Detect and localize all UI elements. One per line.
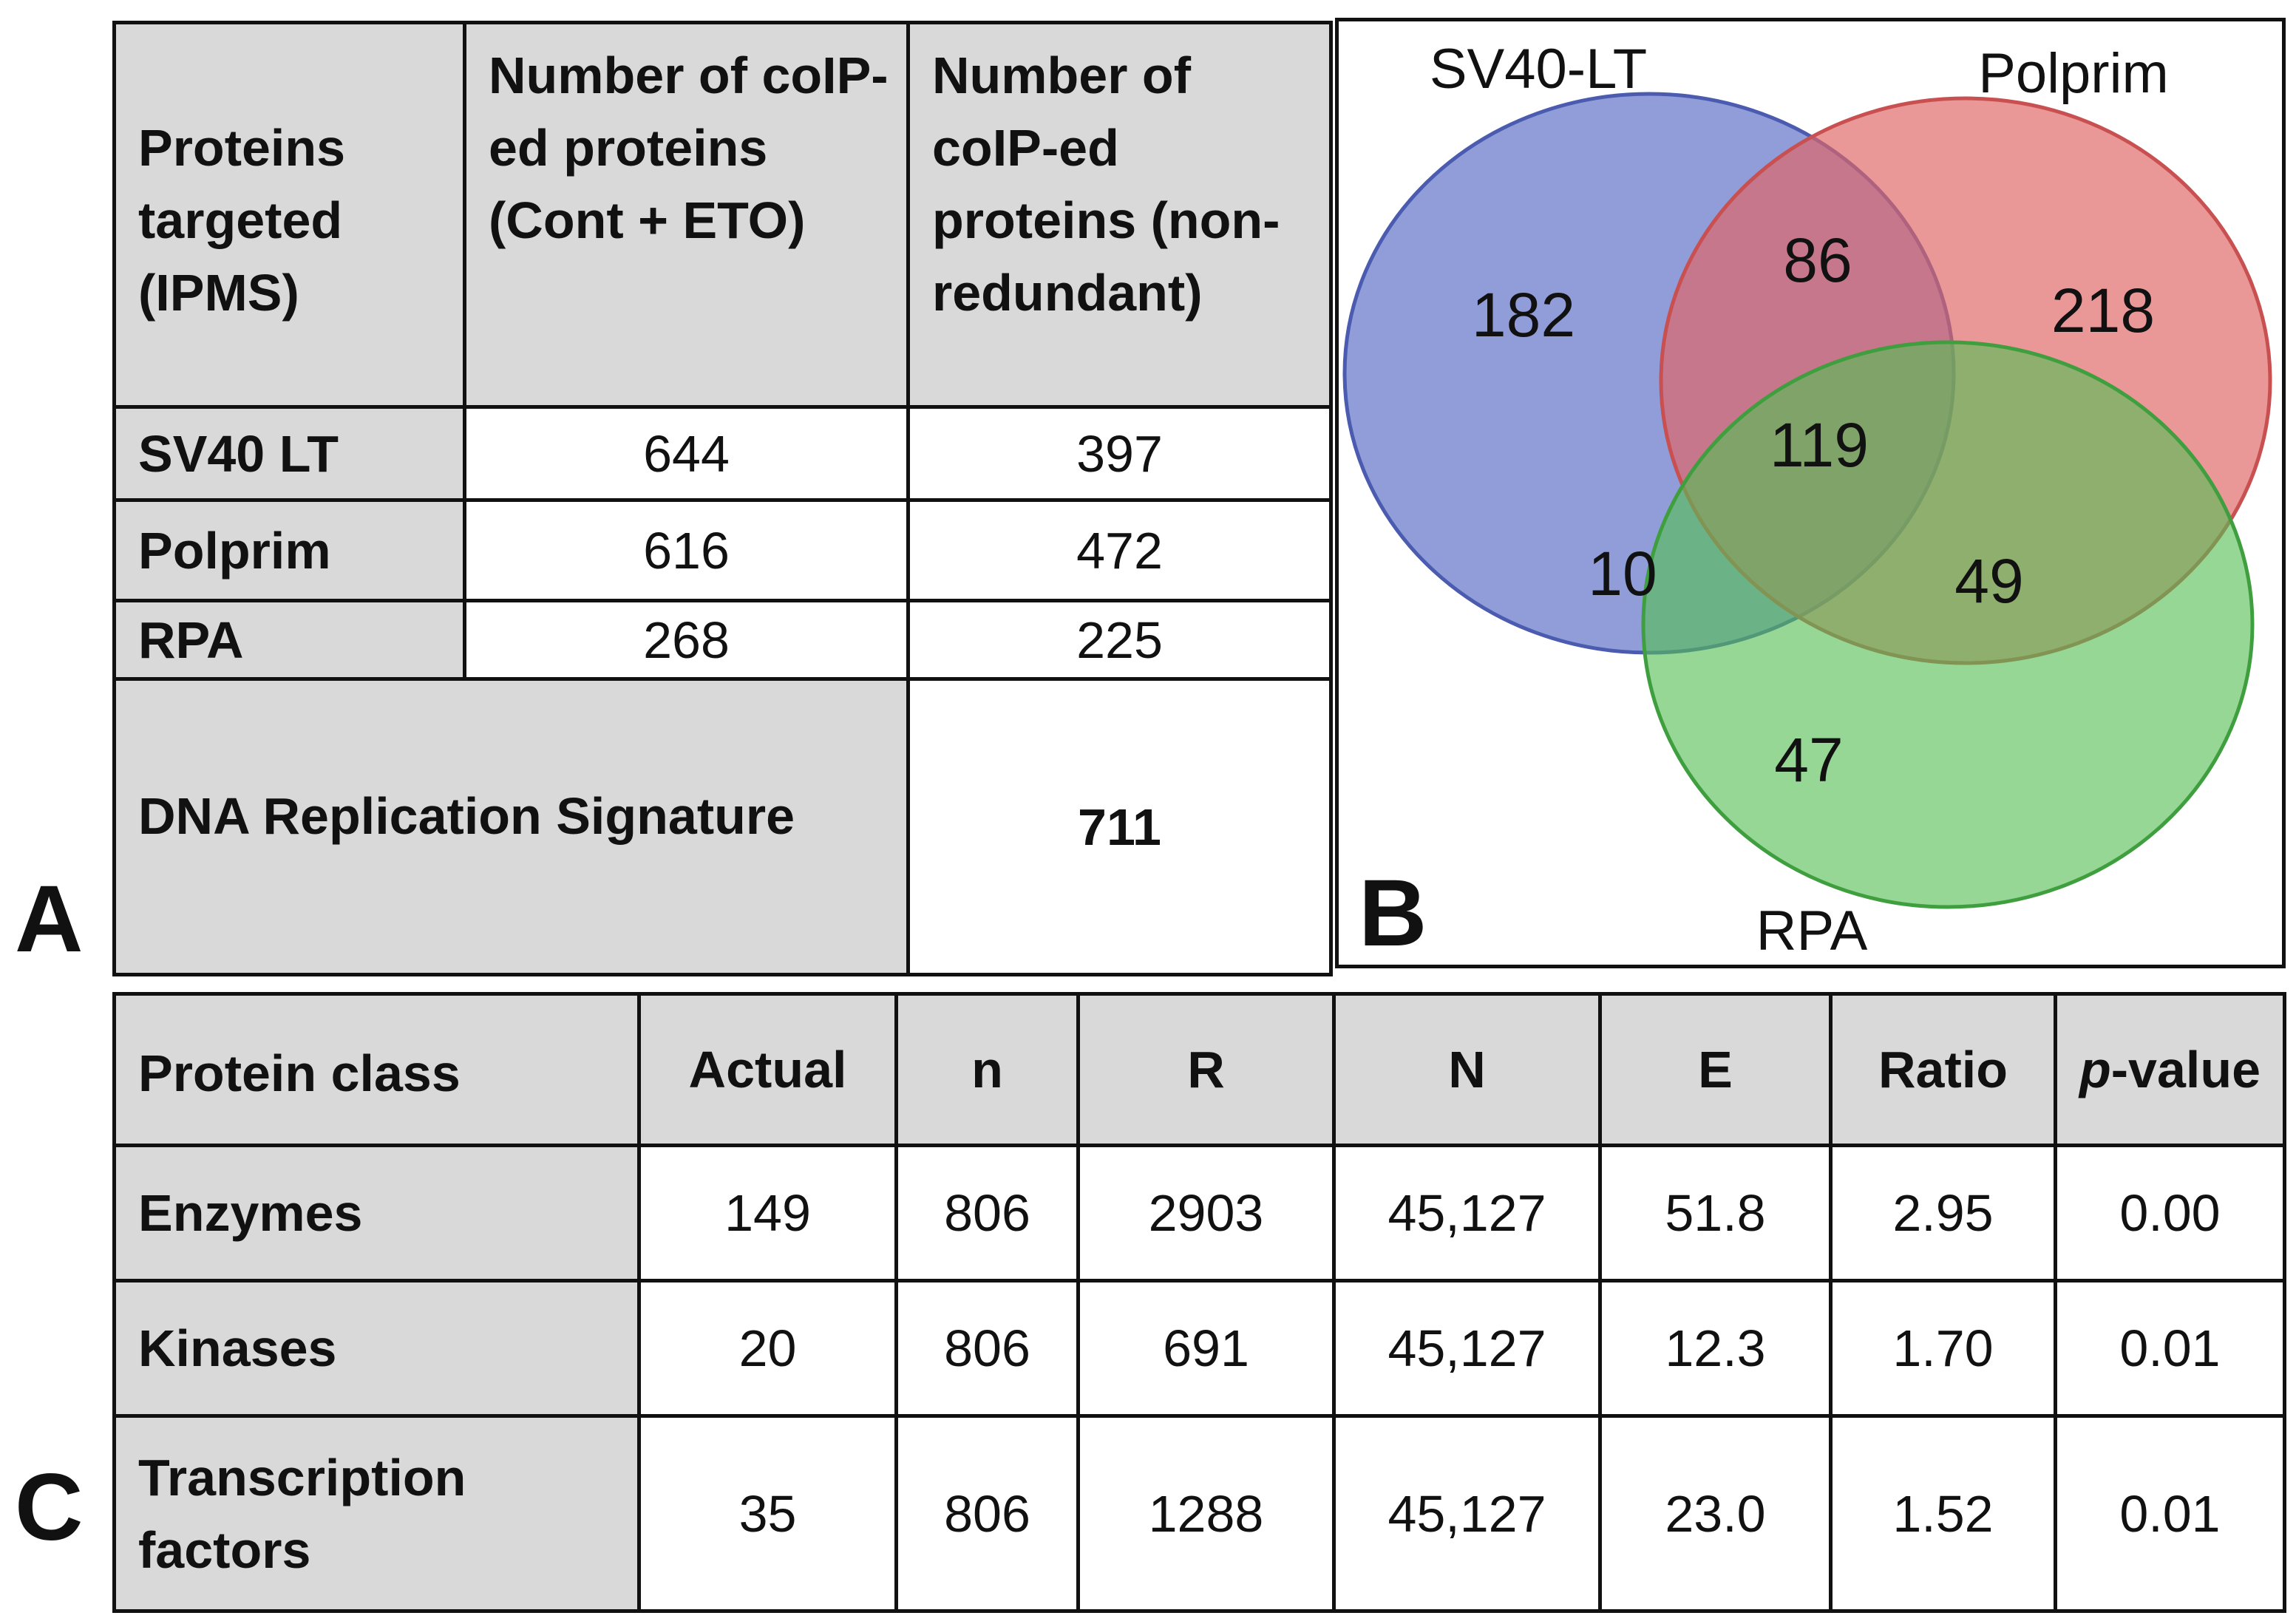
cell-actual: 20 bbox=[637, 1279, 898, 1419]
header-N: N bbox=[1332, 991, 1602, 1148]
panel-label-c: C bbox=[15, 1455, 84, 1560]
cell-p-value: 0.01 bbox=[2054, 1414, 2286, 1613]
cell-p-value: 0.00 bbox=[2054, 1144, 2286, 1283]
signature-label: DNA Replication Signature bbox=[112, 677, 910, 976]
cell-cont-eto: 644 bbox=[463, 405, 910, 502]
row-label: Enzymes bbox=[112, 1144, 641, 1283]
cell-non-redundant: 225 bbox=[906, 599, 1333, 681]
cell-ratio: 1.52 bbox=[1829, 1414, 2057, 1613]
signature-value: 711 bbox=[906, 677, 1333, 976]
header-coip-cont-eto: Number of coIP-ed proteins (Cont + ETO) bbox=[463, 21, 910, 409]
venn-diagram: SV40-LT Polprim RPA 182 218 47 86 10 49 … bbox=[1342, 38, 2272, 962]
venn-diagram-panel: SV40-LT Polprim RPA 182 218 47 86 10 49 … bbox=[1335, 18, 2286, 968]
cell-n: 806 bbox=[894, 1279, 1080, 1419]
cell-ratio: 1.70 bbox=[1829, 1279, 2057, 1419]
row-label: Kinases bbox=[112, 1279, 641, 1419]
cell-N: 45,127 bbox=[1332, 1414, 1602, 1613]
cell-actual: 35 bbox=[637, 1414, 898, 1613]
cell-R: 1288 bbox=[1076, 1414, 1336, 1613]
venn-count-sv40-rpa: 10 bbox=[1588, 539, 1657, 608]
cell-R: 691 bbox=[1076, 1279, 1336, 1419]
header-n: n bbox=[894, 991, 1080, 1148]
cell-cont-eto: 616 bbox=[463, 498, 910, 602]
header-p-value: p-value bbox=[2054, 991, 2286, 1148]
cell-n: 806 bbox=[894, 1144, 1080, 1283]
cell-actual: 149 bbox=[637, 1144, 898, 1283]
venn-count-rpa-only: 47 bbox=[1774, 725, 1843, 795]
header-coip-nonredundant: Number of coIP-ed proteins (non-redundan… bbox=[906, 21, 1333, 409]
row-label: Transcription factors bbox=[112, 1414, 641, 1613]
cell-cont-eto: 268 bbox=[463, 599, 910, 681]
table-row: Polprim 616 472 bbox=[112, 498, 1333, 602]
header-p-rest: -value bbox=[2110, 1041, 2261, 1099]
header-protein-class: Protein class bbox=[112, 991, 641, 1148]
signature-row: DNA Replication Signature 711 bbox=[112, 677, 1333, 976]
table-header-row: Protein class Actual n R N E Ratio p-val… bbox=[112, 991, 2286, 1148]
panel-label-a: A bbox=[15, 866, 84, 972]
venn-count-polprim-rpa: 49 bbox=[1954, 546, 2023, 616]
cell-non-redundant: 472 bbox=[906, 498, 1333, 602]
row-label: Polprim bbox=[112, 498, 466, 602]
header-E: E bbox=[1598, 991, 1833, 1148]
cell-N: 45,127 bbox=[1332, 1279, 1602, 1419]
cell-N: 45,127 bbox=[1332, 1144, 1602, 1283]
row-label: SV40 LT bbox=[112, 405, 466, 502]
venn-count-sv40-only: 182 bbox=[1472, 280, 1575, 350]
cell-E: 23.0 bbox=[1598, 1414, 1833, 1613]
cell-ratio: 2.95 bbox=[1829, 1144, 2057, 1283]
venn-label-rpa: RPA bbox=[1756, 900, 1868, 962]
venn-count-sv40-polprim: 86 bbox=[1783, 225, 1852, 295]
header-R: R bbox=[1076, 991, 1336, 1148]
table-row: RPA 268 225 bbox=[112, 599, 1333, 681]
cell-R: 2903 bbox=[1076, 1144, 1336, 1283]
cell-E: 51.8 bbox=[1598, 1144, 1833, 1283]
cell-p-value: 0.01 bbox=[2054, 1279, 2286, 1419]
table-row: Transcription factors 35 806 1288 45,127… bbox=[112, 1414, 2286, 1613]
venn-count-polprim-only: 218 bbox=[2051, 276, 2155, 345]
header-ratio: Ratio bbox=[1829, 991, 2057, 1148]
protein-targets-table: Proteins targeted (IPMS) Number of coIP-… bbox=[112, 21, 1333, 976]
panel-label-b: B bbox=[1359, 860, 1427, 966]
header-proteins-targeted: Proteins targeted (IPMS) bbox=[112, 21, 466, 409]
header-actual: Actual bbox=[637, 991, 898, 1148]
row-label-text: Transcription factors bbox=[138, 1448, 466, 1579]
venn-circle-rpa bbox=[1641, 340, 2255, 909]
cell-E: 12.3 bbox=[1598, 1279, 1833, 1419]
row-label: RPA bbox=[112, 599, 466, 681]
table-row: SV40 LT 644 397 bbox=[112, 405, 1333, 502]
cell-non-redundant: 397 bbox=[906, 405, 1333, 502]
venn-count-all-three: 119 bbox=[1770, 410, 1869, 480]
protein-class-enrichment-table: Protein class Actual n R N E Ratio p-val… bbox=[112, 991, 2286, 1613]
header-p-italic: p bbox=[2079, 1041, 2111, 1099]
table-row: Enzymes 149 806 2903 45,127 51.8 2.95 0.… bbox=[112, 1144, 2286, 1283]
table-row: Kinases 20 806 691 45,127 12.3 1.70 0.01 bbox=[112, 1279, 2286, 1419]
venn-label-sv40: SV40-LT bbox=[1430, 38, 1647, 101]
cell-n: 806 bbox=[894, 1414, 1080, 1613]
table-header-row: Proteins targeted (IPMS) Number of coIP-… bbox=[112, 21, 1333, 409]
venn-label-polprim: Polprim bbox=[1978, 42, 2169, 105]
